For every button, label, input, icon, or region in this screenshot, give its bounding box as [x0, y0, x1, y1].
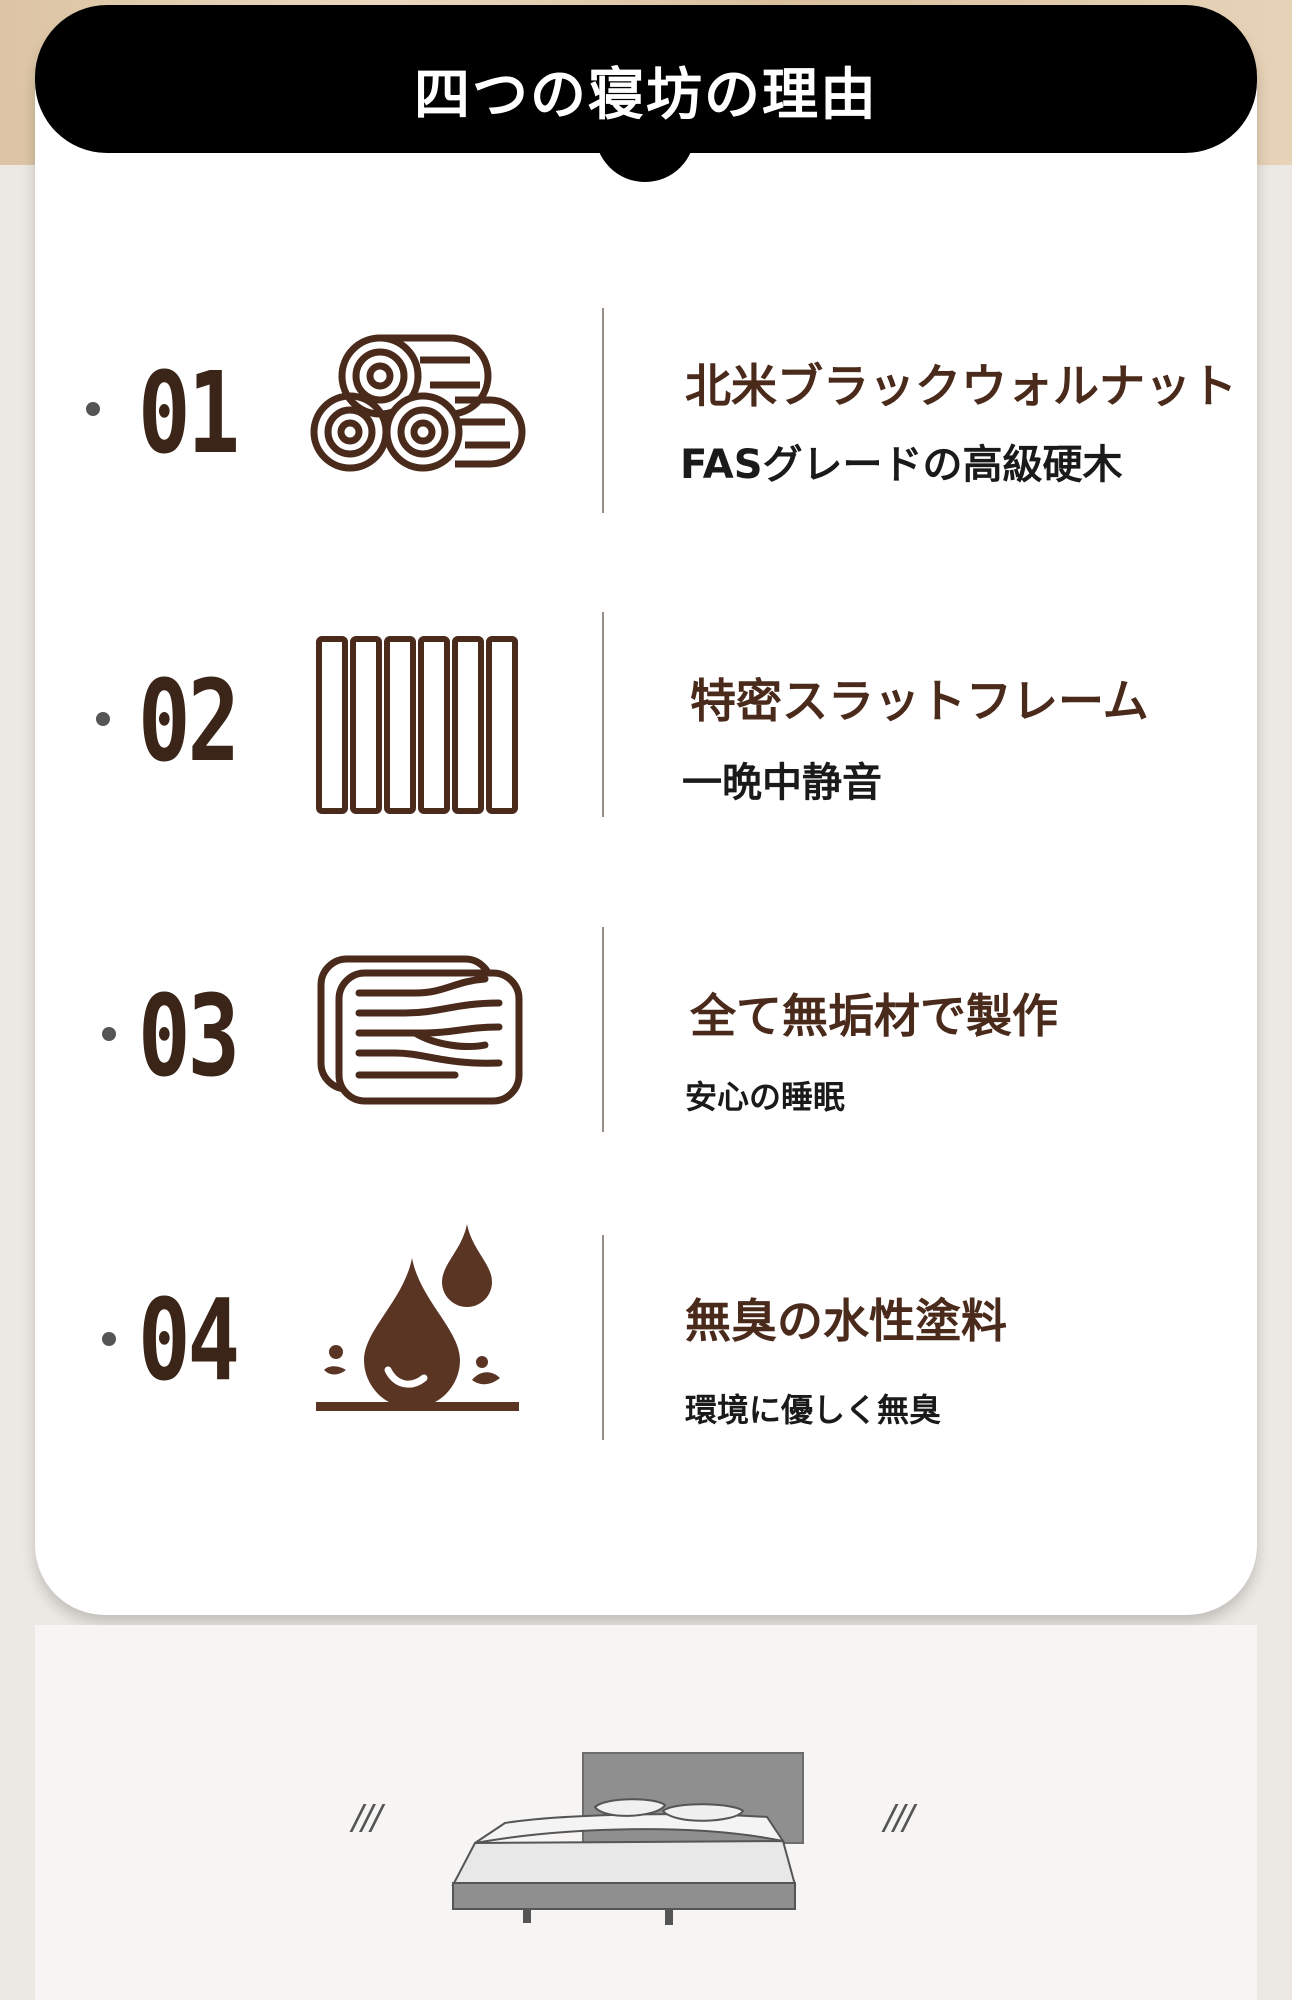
section-title: 四つの寝坊の理由	[414, 62, 878, 128]
feature-row-4: 04 無臭の水性塗料 環境に優しく無臭	[0, 1224, 1292, 1445]
feature-number: 03	[138, 972, 240, 1102]
bed-icon	[451, 1752, 804, 1925]
feature-subtitle: 環境に優しく無臭	[685, 1391, 942, 1429]
divider	[602, 308, 604, 513]
feature-title: 無臭の水性塗料	[685, 1294, 1007, 1348]
feature-title: 北米ブラックウォルナット	[685, 359, 1237, 413]
divider	[602, 1235, 604, 1440]
motion-marks-right: ///	[884, 1798, 914, 1838]
feature-title: 特密スラットフレーム	[690, 674, 1149, 728]
bullet-dot	[86, 402, 100, 416]
bullet-dot	[102, 1027, 116, 1041]
wood-grain-icon	[317, 955, 523, 1105]
feature-subtitle: 安心の睡眠	[685, 1078, 846, 1116]
feature-number: 04	[138, 1276, 240, 1406]
feature-row-3: 03 全て無垢材で製作 安心の睡眠	[0, 925, 1292, 1135]
feature-title: 全て無垢材で製作	[690, 989, 1058, 1043]
motion-marks-left: ///	[352, 1798, 382, 1838]
feature-subtitle: FASグレードの高級硬木	[680, 442, 1123, 488]
feature-subtitle: 一晩中静音	[682, 760, 882, 806]
feature-number: 01	[138, 349, 240, 479]
bullet-dot	[96, 712, 110, 726]
slat-frame-icon	[316, 636, 518, 814]
wood-logs-icon	[310, 334, 526, 472]
reasons-card	[35, 10, 1257, 1615]
feature-row-2: 02 特密スラットフレーム 一晩中静音	[0, 610, 1292, 820]
bullet-dot	[102, 1332, 116, 1346]
feature-row-1: 01 北米ブラックウォルナット FASグレードの高級硬木	[0, 300, 1292, 513]
divider	[602, 927, 604, 1132]
water-drops-icon	[316, 1224, 519, 1411]
feature-number: 02	[138, 657, 240, 787]
divider	[602, 612, 604, 817]
